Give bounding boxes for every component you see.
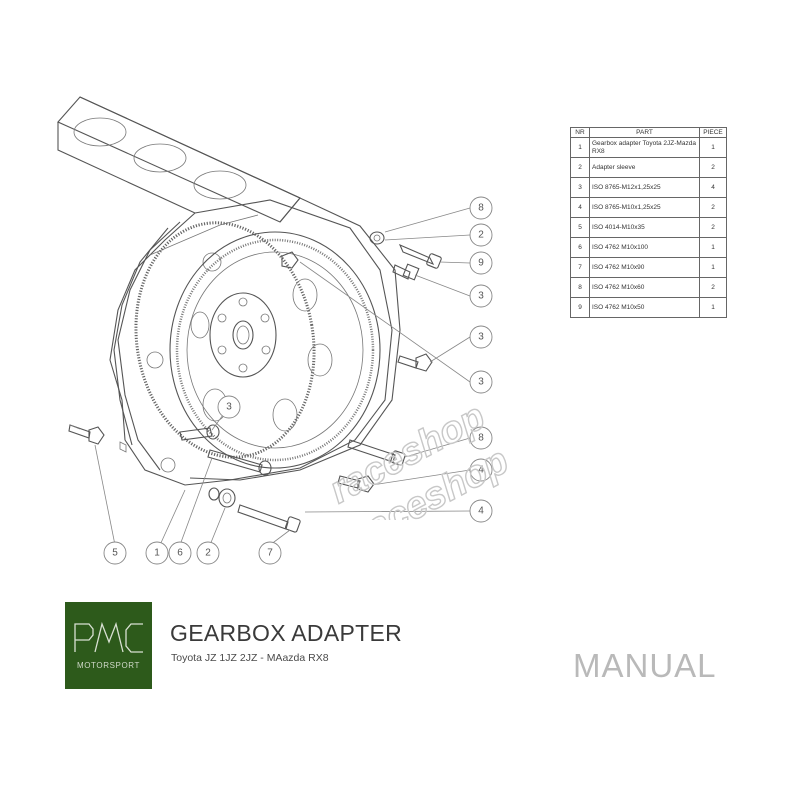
row-part: ISO 4762 M10x90 <box>589 257 700 278</box>
svg-text:2: 2 <box>205 548 211 559</box>
svg-text:7: 7 <box>267 548 273 559</box>
callout-2-low: 2 <box>196 541 220 565</box>
row-piece: 1 <box>699 257 727 278</box>
row-nr: 6 <box>570 237 590 258</box>
bolt-8-low <box>347 439 406 466</box>
row-part: Adapter sleeve <box>589 157 700 178</box>
parts-table-header: NR PART PIECE <box>570 127 727 138</box>
row-piece: 2 <box>699 197 727 218</box>
flywheel <box>169 231 381 469</box>
callout-8-low: 8 <box>469 426 493 450</box>
row-piece: 4 <box>699 177 727 198</box>
fasteners <box>68 231 442 533</box>
row-nr: 4 <box>570 197 590 218</box>
row-part: Gearbox adapter Toyota 2JZ-Mazda RX8 <box>589 137 700 158</box>
row-part: ISO 4762 M10x50 <box>589 297 700 318</box>
manual-label: MANUAL <box>573 647 717 684</box>
row-piece: 1 <box>699 137 727 158</box>
callout-3-left: 3 <box>217 395 241 419</box>
svg-text:1: 1 <box>154 548 160 559</box>
bolt-7 <box>237 504 301 533</box>
bolt-3-flywheel <box>281 251 299 269</box>
svg-text:3: 3 <box>478 332 484 343</box>
logo-text: MOTORSPORT <box>76 661 141 670</box>
bellhousing <box>109 199 393 486</box>
callout-6: 6 <box>168 541 192 565</box>
svg-text:5: 5 <box>112 548 118 559</box>
svg-text:4: 4 <box>478 465 484 476</box>
callout-9: 9 <box>469 251 493 275</box>
row-part: ISO 8765-M10x1,25x25 <box>589 197 700 218</box>
row-nr: 7 <box>570 257 590 278</box>
callout-4-b: 4 <box>469 499 493 523</box>
svg-text:8: 8 <box>478 433 484 444</box>
bolt-6 <box>207 449 272 476</box>
row-piece: 2 <box>699 157 727 178</box>
row-part: ISO 4014-M10x35 <box>589 217 700 238</box>
svg-text:2: 2 <box>478 230 484 241</box>
page-subtitle: Toyota JZ 1JZ 2JZ - MAazda RX8 <box>171 652 329 664</box>
leader-lines <box>94 207 471 546</box>
row-piece: 2 <box>699 277 727 298</box>
svg-text:3: 3 <box>478 377 484 388</box>
svg-text:8: 8 <box>478 203 484 214</box>
row-nr: 2 <box>570 157 590 178</box>
row-nr: 3 <box>570 177 590 198</box>
callout-4-a: 4 <box>469 458 493 482</box>
bolt-3-top <box>392 263 420 281</box>
bolt-5 <box>68 424 105 445</box>
engine-block <box>57 96 401 481</box>
row-nr: 5 <box>570 217 590 238</box>
svg-text:9: 9 <box>478 258 484 269</box>
row-part: ISO 4762 M10x100 <box>589 237 700 258</box>
callout-7: 7 <box>258 541 282 565</box>
row-nr: 9 <box>570 297 590 318</box>
bolt-8-top <box>369 231 385 245</box>
row-part: ISO 8765-M12x1,25x25 <box>589 177 700 198</box>
bolt-3-left <box>179 424 220 441</box>
row-piece: 2 <box>699 217 727 238</box>
page-title: GEARBOX ADAPTER <box>170 620 403 646</box>
row-nr: 1 <box>570 137 590 158</box>
svg-text:3: 3 <box>478 291 484 302</box>
bolt-9 <box>398 243 442 269</box>
callout-1: 1 <box>145 541 169 565</box>
row-piece: 1 <box>699 237 727 258</box>
svg-text:4: 4 <box>478 506 484 517</box>
ring-gear <box>134 221 316 459</box>
pmc-logo-mark <box>74 621 143 653</box>
header-part: PART <box>589 127 700 138</box>
header-piece: PIECE <box>699 127 727 138</box>
svg-text:3: 3 <box>226 402 232 413</box>
callout-8-top: 8 <box>469 196 493 220</box>
pmc-motorsport-logo: MOTORSPORT <box>65 602 152 689</box>
bolt-4-low <box>337 475 375 493</box>
svg-text:6: 6 <box>177 548 183 559</box>
callout-5: 5 <box>103 541 127 565</box>
bolt-3-mid <box>397 353 433 372</box>
sleeve-2-low <box>208 487 236 508</box>
header-nr: NR <box>570 127 590 138</box>
callout-3-c: 3 <box>469 370 493 394</box>
row-nr: 8 <box>570 277 590 298</box>
row-piece: 1 <box>699 297 727 318</box>
row-part: ISO 4762 M10x60 <box>589 277 700 298</box>
callout-3-b: 3 <box>469 325 493 349</box>
callout-2-top: 2 <box>469 223 493 247</box>
callout-3-a: 3 <box>469 284 493 308</box>
